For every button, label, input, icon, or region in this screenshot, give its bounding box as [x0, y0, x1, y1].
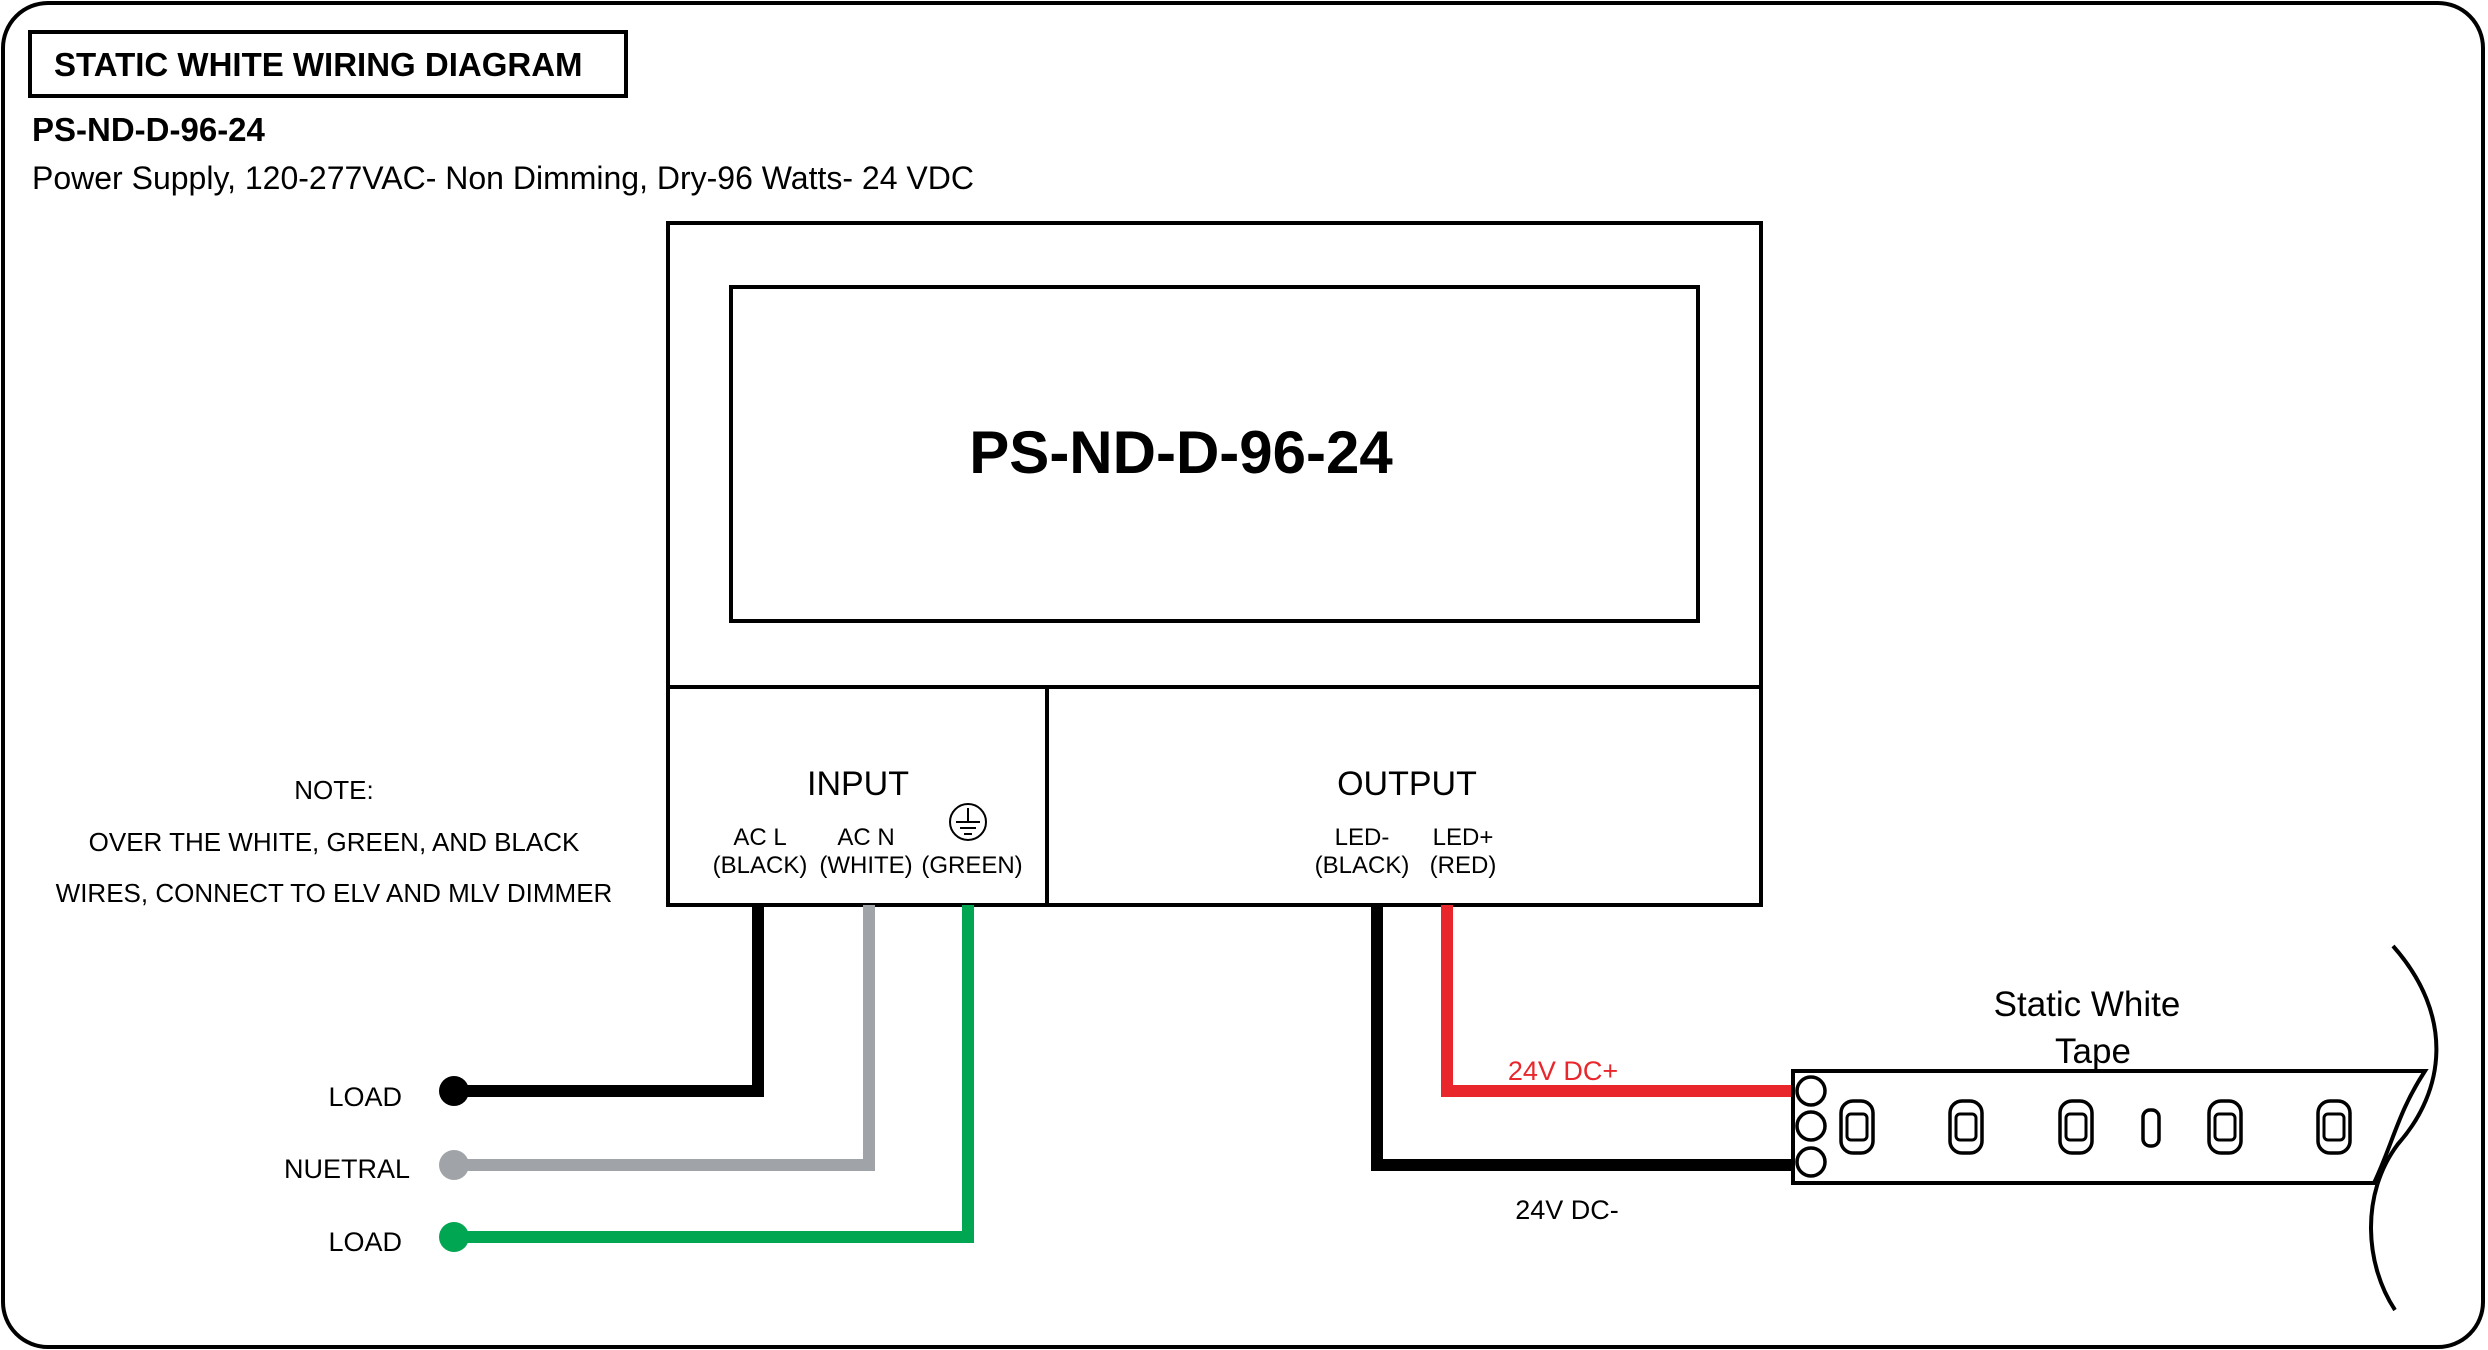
black-dc-minus-wire [1371, 905, 1793, 1171]
power-supply-label-panel [729, 285, 1700, 623]
led-chip [2207, 1099, 2243, 1155]
terminal-led-plus-color: (RED) [1430, 852, 1497, 879]
red-dc-plus-wire [1441, 905, 1793, 1097]
model-description: Power Supply, 120-277VAC- Non Dimming, D… [32, 160, 974, 196]
dc-minus-label: 24V DC- [1515, 1195, 1619, 1225]
neutral-label: NUETRAL [284, 1154, 410, 1184]
black-load-wire [454, 905, 764, 1097]
tape-connector-pad [1795, 1146, 1827, 1178]
load-label-2: LOAD [328, 1227, 402, 1257]
note-heading: NOTE: [294, 775, 373, 805]
model-heading: PS-ND-D-96-24 [32, 111, 266, 148]
terminal-led-minus-name: LED- [1335, 824, 1390, 851]
terminal-led-minus-color: (BLACK) [1315, 852, 1410, 879]
white-neutral-terminal [439, 1150, 469, 1180]
led-chip [1948, 1099, 1984, 1155]
output-heading: OUTPUT [1337, 765, 1477, 803]
white-neutral-wire [454, 905, 875, 1171]
led-tape-strip [1791, 1069, 2429, 1185]
tape-label-line-2: Tape [2055, 1032, 2131, 1071]
resistor [2141, 1108, 2161, 1148]
tape-connector-pad [1795, 1110, 1827, 1142]
power-supply-label: PS-ND-D-96-24 [969, 419, 1393, 486]
diagram-title: STATIC WHITE WIRING DIAGRAM [54, 46, 583, 83]
load-label-1: LOAD [328, 1082, 402, 1112]
green-load-terminal [439, 1222, 469, 1252]
note-line-1: OVER THE WHITE, GREEN, AND BLACK [89, 827, 580, 857]
note-line-2: WIRES, CONNECT TO ELV AND MLV DIMMER [56, 878, 613, 908]
tape-label-line-1: Static White [1994, 985, 2181, 1024]
terminal-ac-l-color: (BLACK) [713, 852, 808, 879]
terminal-ac-n-color: (WHITE) [819, 852, 912, 879]
terminal-led-plus-name: LED+ [1433, 824, 1494, 851]
input-heading: INPUT [807, 765, 909, 803]
ground-icon [949, 803, 987, 841]
power-supply-box [666, 221, 1763, 907]
led-chip [2316, 1099, 2352, 1155]
terminal-ground-color: (GREEN) [921, 852, 1022, 879]
black-load-terminal [439, 1076, 469, 1106]
terminal-ac-l-name: AC L [733, 824, 786, 851]
title-box [28, 30, 628, 98]
tape-connector-pad [1795, 1075, 1827, 1107]
green-load-wire [454, 905, 974, 1243]
led-chip [1839, 1099, 1875, 1155]
tape-break-line [2369, 944, 2439, 1312]
dc-plus-label: 24V DC+ [1508, 1056, 1618, 1086]
terminal-ac-n-name: AC N [837, 824, 894, 851]
led-chip [2058, 1099, 2094, 1155]
